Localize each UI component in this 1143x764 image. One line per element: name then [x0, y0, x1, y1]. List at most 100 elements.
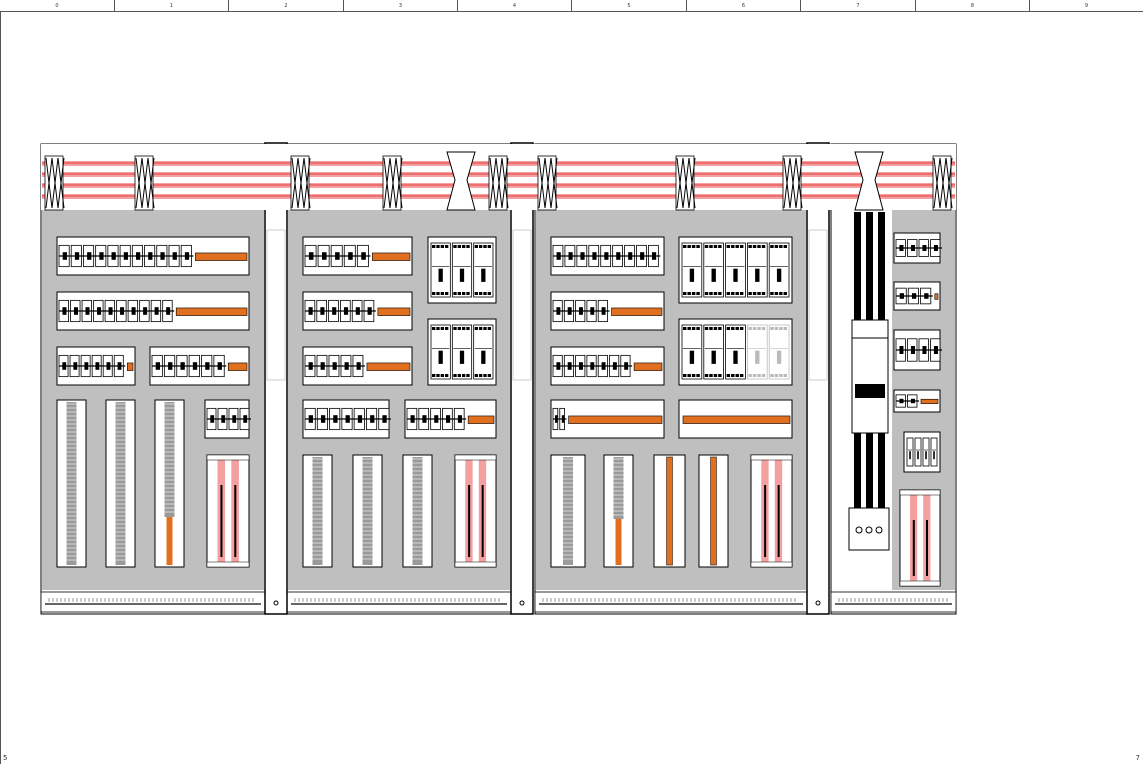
contactor-terminal — [713, 245, 718, 248]
contactor-terminal — [761, 327, 766, 330]
busbar-insulator — [854, 151, 884, 211]
contactor-terminal — [757, 292, 761, 295]
contactor-terminal — [704, 374, 709, 377]
cable-duct — [195, 252, 248, 261]
contactor-group — [678, 236, 793, 304]
contactor-core — [711, 350, 716, 364]
clamp-line — [783, 157, 791, 209]
busbar-core — [912, 520, 915, 576]
contactor-terminal — [432, 374, 436, 377]
clamp-body — [488, 155, 508, 211]
contactor-terminal — [474, 374, 478, 377]
main-switch-top — [851, 319, 889, 339]
terminal-strip — [105, 399, 136, 568]
contactor-terminal — [466, 374, 470, 377]
contactor-terminal — [687, 292, 691, 295]
breaker-handle — [855, 384, 885, 398]
contactor-terminal — [713, 327, 718, 330]
contactor-core — [481, 350, 486, 364]
contactor-terminal — [440, 245, 444, 248]
busbar-clamp — [134, 155, 155, 211]
contactor-core — [776, 268, 782, 282]
terminal-icon — [519, 600, 525, 606]
contactor-terminal — [474, 292, 478, 295]
din-rail-group — [56, 346, 136, 386]
busbar-cap — [206, 561, 250, 568]
contactor-terminal — [770, 374, 774, 377]
terminal-strip — [603, 454, 634, 568]
contactor-terminal — [739, 292, 744, 295]
contactor-terminal — [752, 327, 757, 330]
contactor-group — [903, 431, 941, 473]
contactor-terminal — [696, 292, 700, 295]
clamp-line — [939, 157, 947, 209]
contactor-terminal — [474, 327, 478, 330]
busbar-clamp — [290, 155, 311, 211]
din-rail-group — [550, 291, 665, 331]
busbar-clamp — [932, 155, 953, 211]
contactor-terminal — [691, 327, 696, 330]
din-rail-group — [550, 399, 665, 439]
contactor-terminal — [704, 292, 709, 295]
contactor-terminal — [457, 327, 461, 330]
contactor-terminal — [691, 245, 696, 248]
clamp-line — [489, 157, 497, 209]
contactor-terminal — [726, 292, 731, 295]
clamp-line — [291, 157, 299, 209]
contactor-core — [711, 268, 716, 282]
contactor-terminal — [735, 292, 739, 295]
din-rail-group — [678, 399, 793, 439]
terminal-block — [613, 457, 624, 519]
contactor-terminal — [479, 327, 483, 330]
contactor-terminal — [761, 374, 766, 377]
column-label: 4 — [458, 0, 572, 12]
busbar-cap — [899, 580, 941, 587]
cable-duct — [127, 362, 134, 371]
contactor-terminal — [483, 374, 487, 377]
strip-frame — [899, 489, 941, 587]
contactor-core — [917, 451, 919, 460]
column-label: 9 — [1084, 3, 1089, 9]
terminal-strip — [352, 454, 383, 568]
contactor-core — [459, 350, 465, 364]
vertical-busbar — [454, 454, 497, 568]
clamp-body — [290, 155, 310, 211]
terminal-icon — [273, 600, 279, 606]
din-rail-group — [149, 346, 250, 386]
contactor-core — [689, 350, 695, 364]
cable-duct — [377, 307, 411, 316]
terminal-icon — [815, 600, 821, 606]
clamp-body — [537, 155, 557, 211]
contactor-terminal — [779, 327, 783, 330]
contactor-core — [909, 451, 911, 460]
cable-duct — [666, 456, 673, 566]
contactor-group — [678, 318, 793, 386]
busbar-core — [468, 485, 471, 557]
cable-duct — [568, 415, 663, 424]
contactor-terminal — [783, 327, 787, 330]
contactor-terminal — [432, 245, 436, 248]
contactor-terminal — [432, 327, 436, 330]
cable-duct — [227, 362, 248, 371]
busbar-core — [234, 485, 237, 557]
contactor-terminal — [487, 374, 491, 377]
contactor-core — [481, 268, 486, 282]
contactor-terminal — [453, 374, 457, 377]
connector-slot — [266, 229, 286, 381]
contactor-terminal — [779, 292, 783, 295]
contactor-terminal — [457, 292, 461, 295]
clamp-body — [134, 155, 154, 211]
column-label: 2 — [229, 0, 344, 12]
bottom-rail — [830, 591, 957, 613]
din-rail-group — [56, 291, 250, 331]
contactor-core — [933, 451, 935, 460]
duct-strip — [698, 454, 729, 568]
misc-parts — [848, 212, 890, 551]
contactor-terminal — [687, 374, 691, 377]
terminal-block — [115, 402, 126, 565]
contactor-terminal — [739, 374, 744, 377]
busbar-clamp — [382, 155, 403, 211]
busbar-clamp — [537, 155, 558, 211]
contactor-core — [459, 268, 465, 282]
contactor-terminal — [757, 245, 761, 248]
